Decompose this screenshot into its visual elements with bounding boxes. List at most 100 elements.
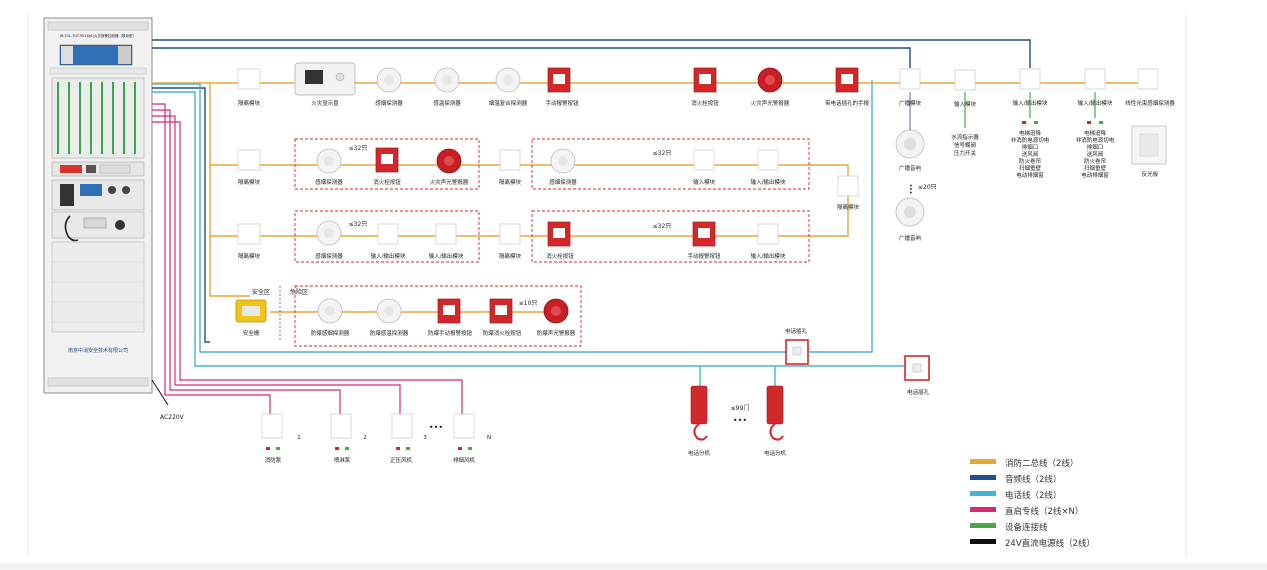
svg-text:排烟口: 排烟口 (1087, 143, 1104, 151)
audio-line-local (152, 87, 210, 343)
svg-text:水流指示器: 水流指示器 (951, 133, 979, 141)
svg-text:火灾声光警报器: 火灾声光警报器 (430, 178, 469, 186)
direct-line-2 (152, 109, 341, 414)
svg-text:防爆感烟探测器: 防爆感烟探测器 (311, 329, 350, 337)
svg-text:3: 3 (423, 435, 427, 441)
row4-limit: ≤10只 (519, 300, 538, 307)
row3-io-module-3: 输入/输出模块 (751, 223, 786, 260)
row1-isolation-module: 隔离模块 (237, 68, 261, 107)
row1-io-module-2: 输入/输出模块 (1078, 68, 1113, 107)
svg-text:电话线（2线）: 电话线（2线） (1005, 490, 1061, 501)
svg-text:安全栅: 安全栅 (243, 329, 260, 337)
svg-text:感烟探测器: 感烟探测器 (375, 99, 403, 107)
svg-text:隔离模块: 隔离模块 (499, 178, 522, 186)
svg-text:电梯迫降: 电梯迫降 (1084, 129, 1107, 137)
row3-io-module-1: 输入/输出模块 (371, 223, 406, 260)
svg-text:输入/输出模块: 输入/输出模块 (1078, 99, 1113, 107)
row3-zone-2 (531, 210, 810, 263)
svg-text:输入模块: 输入模块 (954, 100, 977, 108)
svg-text:非消防电源切电: 非消防电源切电 (1011, 136, 1050, 144)
svg-text:输入/输出模块: 输入/输出模块 (751, 178, 786, 186)
svg-text:感温探测器: 感温探测器 (433, 99, 461, 107)
svg-text:扫烟垂壁: 扫烟垂壁 (1019, 164, 1042, 172)
telephone-jack-1: 电话插孔 (785, 327, 809, 365)
row2-isolation-module: 隔离模块 (237, 149, 260, 186)
svg-text:非消防电源切电: 非消防电源切电 (1076, 136, 1115, 144)
safe-zone-label: 安全区 (252, 288, 270, 296)
row4-ex-smoke-detector: 防爆感烟探测器 (311, 298, 350, 337)
row1-input-module: 输入模块 (954, 69, 977, 108)
svg-text:防爆声光警报器: 防爆声光警报器 (537, 329, 576, 337)
telephone-limit: ≤99门 (731, 404, 750, 412)
telephone-dots: ••• (733, 416, 747, 425)
row2-hydrant-button: 消火栓按钮 (373, 147, 401, 186)
direct-line-n (152, 121, 463, 414)
telephone-line-lower (152, 91, 918, 367)
telephone-line-main (152, 80, 873, 353)
svg-text:广播音响: 广播音响 (899, 234, 922, 242)
legend-item-telephone: 电话线（2线） (970, 490, 1061, 501)
telephone-extension-1: 电话分机 (688, 385, 710, 457)
svg-text:带电话插孔的手报: 带电话插孔的手报 (825, 99, 870, 107)
row3-smoke-detector: 感烟探测器 (315, 220, 343, 260)
svg-text:烟温复合探测器: 烟温复合探测器 (489, 99, 528, 107)
svg-text:输入/输出模块: 输入/输出模块 (371, 252, 406, 260)
svg-text:隔离模块: 隔离模块 (238, 99, 261, 107)
svg-text:线性光束感烟探测器: 线性光束感烟探测器 (1125, 99, 1175, 107)
svg-text:压力开关: 压力开关 (954, 149, 977, 157)
svg-text:反光板: 反光板 (1142, 170, 1159, 178)
svg-text:送风阀: 送风阀 (1087, 150, 1104, 158)
svg-text:隔离模块: 隔离模块 (499, 252, 522, 260)
row3-zone-1 (294, 210, 480, 263)
svg-text:直启专线（2线×N）: 直启专线（2线×N） (1005, 506, 1083, 517)
row2-limit-1: ≤32只 (349, 145, 368, 152)
fire-display-panel: 火灾显示盘 (294, 62, 356, 107)
legend-item-bus: 消防二总线（2线） (970, 458, 1078, 469)
row2-zone-2 (531, 138, 810, 190)
svg-text:消防二总线（2线）: 消防二总线（2线） (1005, 458, 1078, 469)
svg-text:N: N (487, 435, 491, 441)
svg-text:2: 2 (363, 435, 367, 441)
svg-text:防爆手动报警按钮: 防爆手动报警按钮 (428, 329, 473, 337)
row1-manual-alarm-button: 手动报警按钮 (545, 67, 579, 107)
row3-hydrant-button: 消火栓按钮 (546, 221, 574, 260)
broadcast-speaker-1: 广播音响 (895, 129, 925, 172)
svg-text:排烟风机: 排烟风机 (453, 456, 476, 464)
svg-text:消火栓按钮: 消火栓按钮 (691, 99, 719, 107)
svg-text:消火栓按钮: 消火栓按钮 (546, 252, 574, 260)
legend-item-device: 设备连接线 (970, 522, 1048, 533)
svg-text:输入模块: 输入模块 (693, 178, 716, 186)
svg-text:送风阀: 送风阀 (1022, 150, 1039, 158)
row2-right-isolation-module: 隔离模块 (837, 175, 859, 211)
direct-module-pressurization-fan: 3 正压风机 (390, 413, 427, 464)
svg-text:设备连接线: 设备连接线 (1005, 522, 1048, 533)
row2-io-module: 输入/输出模块 (751, 149, 786, 186)
svg-text:火灾显示盘: 火灾显示盘 (311, 99, 339, 107)
row3-io-module-2: 输入/输出模块 (429, 223, 464, 260)
svg-text:电动排烟窗: 电动排烟窗 (1016, 171, 1044, 179)
row1-heat-detector: 感温探测器 (433, 67, 461, 107)
row1-hydrant-button: 消火栓按钮 (691, 67, 719, 107)
svg-text:喷淋泵: 喷淋泵 (334, 456, 351, 464)
svg-text:电话分机: 电话分机 (764, 449, 787, 457)
svg-text:消火栓按钮: 消火栓按钮 (373, 178, 401, 186)
direct-line-1 (152, 103, 271, 414)
svg-text:扫烟垂壁: 扫烟垂壁 (1084, 164, 1107, 172)
row3-limit-2: ≤32只 (653, 223, 672, 230)
row3-isolation-module: 隔离模块 (237, 223, 260, 260)
row4-ex-hydrant-button: 防爆消火栓按钮 (483, 298, 522, 337)
row2-isolation-module-2: 隔离模块 (499, 149, 522, 186)
row1-smoke-detector: 感烟探测器 (375, 67, 403, 107)
controller-led-panel (51, 77, 145, 159)
svg-text:24V直流电源线（2线）: 24V直流电源线（2线） (1005, 538, 1095, 549)
svg-text:正压风机: 正压风机 (390, 456, 413, 464)
svg-text:防爆消火栓按钮: 防爆消火栓按钮 (483, 329, 522, 337)
power-line (151, 379, 169, 406)
audio-line-to-broadcast (152, 47, 911, 68)
row3-manual-alarm-button: 手动报警按钮 (687, 221, 721, 260)
svg-text:电动排烟窗: 电动排烟窗 (1081, 171, 1109, 179)
row1-smoke-heat-detector: 烟温复合探测器 (489, 67, 528, 107)
row4-ex-sound-light-alarm: 防爆声光警报器 (537, 298, 576, 337)
audio-line-to-io (152, 39, 1031, 68)
svg-text:手动报警按钮: 手动报警按钮 (687, 252, 721, 260)
